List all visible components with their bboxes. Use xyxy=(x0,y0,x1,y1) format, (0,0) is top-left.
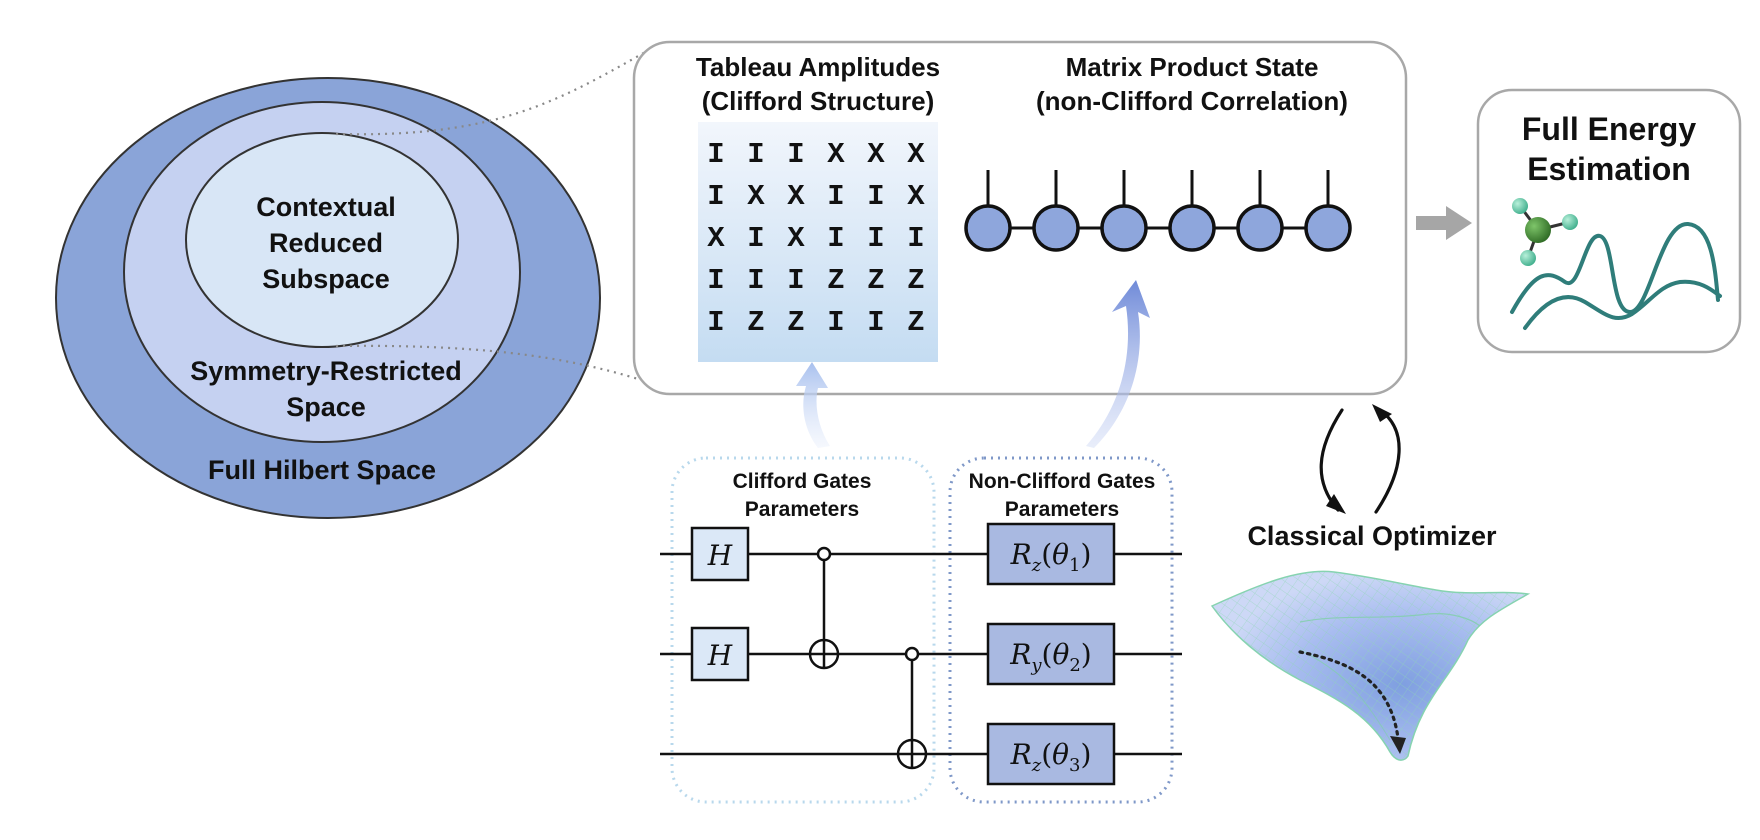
optimizer-label: Classical Optimizer xyxy=(1247,521,1497,551)
loop-arrow-up xyxy=(1374,408,1401,514)
inner-label-2: Reduced xyxy=(269,228,383,258)
mps-chain xyxy=(964,170,1352,252)
tableau-cell: I xyxy=(907,222,924,255)
energy-title-1: Full Energy xyxy=(1522,111,1696,147)
clifford-group-frame xyxy=(670,456,936,804)
tableau-cell: I xyxy=(867,222,884,255)
svg-text:H: H xyxy=(707,539,733,572)
rotation-gate-label: Rz(θ1) xyxy=(1010,538,1092,576)
inner-label-1: Contextual xyxy=(256,192,396,222)
tableau-cell: X xyxy=(867,138,885,171)
descent-path xyxy=(1298,650,1400,740)
tableau-background xyxy=(698,122,938,362)
clifford-to-tableau-arrow xyxy=(796,362,830,448)
h-gate-q1: H xyxy=(690,626,750,682)
tableau-cell: I xyxy=(707,138,724,171)
tableau-cell: I xyxy=(827,222,844,255)
contextual-subspace-ellipse xyxy=(185,132,459,348)
energy-panel: Full Energy Estimation xyxy=(1476,88,1742,354)
rotation-gates: Rz(θ1) Ry(θ2) Rz(θ3) xyxy=(986,522,1116,786)
rotation-gate: Rz(θ1) xyxy=(986,522,1116,586)
tableau-cell: X xyxy=(907,180,925,213)
svg-text:H: H xyxy=(707,639,733,672)
tableau-cell: X xyxy=(787,222,805,255)
energy-title-2: Estimation xyxy=(1527,151,1691,187)
loop-arrow-down xyxy=(1319,408,1344,512)
tableau-cell: I xyxy=(867,306,884,339)
cnot-gate-q0-q1 xyxy=(808,546,840,670)
tableau-cell: X xyxy=(787,180,805,213)
middle-label-2: Space xyxy=(286,392,366,422)
mps-site-node xyxy=(1236,204,1284,252)
tableau-cell: Z xyxy=(907,264,924,297)
tableau-cell: X xyxy=(907,138,925,171)
tableau-cell: Z xyxy=(827,264,844,297)
inner-label-3: Subspace xyxy=(262,264,390,294)
mps-site-node xyxy=(1032,204,1080,252)
tableau-cell: I xyxy=(747,138,764,171)
clifford-title-1: Clifford Gates xyxy=(733,470,872,493)
tableau-cell: X xyxy=(827,138,845,171)
energy-panel-frame xyxy=(1476,88,1742,354)
tableau-cell: I xyxy=(787,264,804,297)
middle-label-1: Symmetry-Restricted xyxy=(190,356,462,386)
energy-curves-icon xyxy=(1510,221,1722,330)
loop-arrow-up-head xyxy=(1372,404,1392,422)
tableau-title-2: (Clifford Structure) xyxy=(702,86,935,116)
representation-panel: Tableau Amplitudes (Clifford Structure) … xyxy=(632,40,1408,396)
rotation-gate: Ry(θ2) xyxy=(986,622,1116,686)
tableau-cell: Z xyxy=(867,264,884,297)
mps-site-node xyxy=(1100,204,1148,252)
tableau-cell: X xyxy=(707,222,725,255)
tableau-cell: I xyxy=(827,306,844,339)
nonclifford-to-mps-arrow xyxy=(1086,280,1150,448)
hilbert-space-nesting: Contextual Reduced Subspace Symmetry-Res… xyxy=(55,77,601,519)
clifford-title-2: Parameters xyxy=(745,498,859,521)
outer-label: Full Hilbert Space xyxy=(208,455,436,485)
mps-title-2: (non-Clifford Correlation) xyxy=(1036,86,1348,116)
tableau-cell: I xyxy=(747,264,764,297)
cnot-gate-q1-q2 xyxy=(896,646,928,770)
tableau-cell: X xyxy=(747,180,765,213)
tableau-cell: I xyxy=(867,180,884,213)
arrow-to-energy xyxy=(1416,206,1472,240)
quantum-circuit: Clifford Gates Parameters Non-Clifford G… xyxy=(660,456,1182,804)
tableau-title-1: Tableau Amplitudes xyxy=(696,52,940,82)
rotation-gate-label: Rz(θ3) xyxy=(1010,738,1092,776)
tableau-cell: I xyxy=(827,180,844,213)
nonclifford-title-1: Non-Clifford Gates xyxy=(969,470,1156,493)
tableau-cell: I xyxy=(707,180,724,213)
tableau-cell: I xyxy=(707,306,724,339)
molecule-icon xyxy=(1512,198,1578,266)
descent-arrow-head xyxy=(1390,736,1406,754)
mps-title-1: Matrix Product State xyxy=(1066,52,1319,82)
tableau-cell: Z xyxy=(787,306,804,339)
tableau-cell: I xyxy=(707,264,724,297)
tableau-cell: I xyxy=(747,222,764,255)
rotation-gate-label: Ry(θ2) xyxy=(1009,638,1091,676)
rotation-gate: Rz(θ3) xyxy=(986,722,1116,786)
tableau-cell: Z xyxy=(747,306,764,339)
energy-landscape-surface xyxy=(1210,570,1531,761)
mps-site-node xyxy=(1168,204,1216,252)
tableau-cell: I xyxy=(787,138,804,171)
tableau-cell: Z xyxy=(907,306,924,339)
nonclifford-title-2: Parameters xyxy=(1005,498,1119,521)
mps-site-node xyxy=(1304,204,1352,252)
nonclifford-group-frame xyxy=(948,456,1174,804)
mps-site-node xyxy=(964,204,1012,252)
loop-arrow-down-head xyxy=(1326,494,1346,514)
h-gate-q0: H xyxy=(690,526,750,582)
